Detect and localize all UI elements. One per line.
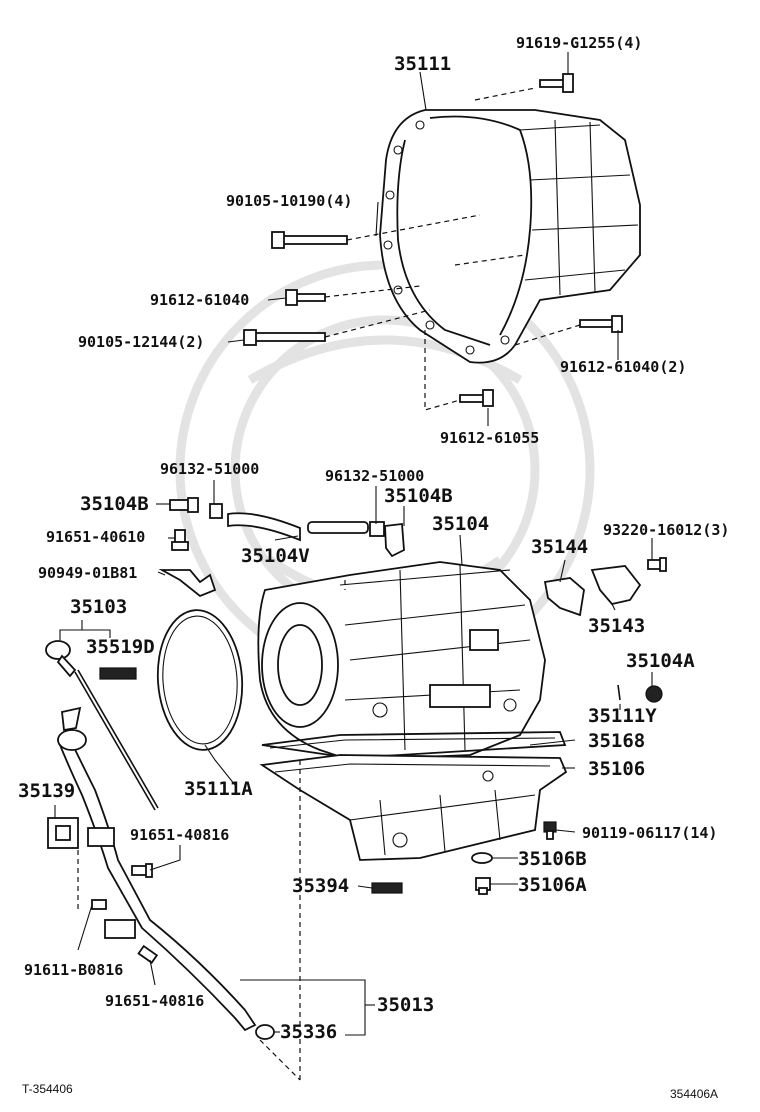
callout-96132-51000-a: 96132-51000	[160, 460, 259, 478]
callout-35106B: 35106B	[518, 848, 587, 870]
transmission-case-35104	[257, 561, 546, 761]
plug-35104A	[645, 685, 663, 703]
label-35519D	[99, 667, 137, 680]
o-ring-35336	[255, 1024, 275, 1040]
callout-35139: 35139	[18, 780, 75, 802]
callout-91651-40610: 91651-40610	[46, 528, 145, 546]
bolt-90119	[543, 821, 557, 840]
bolt-91651-40816	[131, 863, 153, 878]
callout-35111Y: 35111Y	[588, 705, 657, 727]
housing-bolt-holes	[383, 120, 510, 355]
callout-35104B-b: 35104B	[384, 485, 453, 507]
callout-90105-10190: 90105-10190(4)	[226, 192, 352, 210]
callout-35143: 35143	[588, 615, 645, 637]
bolt-90105-10190	[271, 231, 348, 249]
callout-90119-06117: 90119-06117(14)	[582, 824, 717, 842]
callout-91612-61040: 91612-61040	[150, 291, 249, 309]
callout-91651-40816-2: 91651-40816	[105, 992, 204, 1010]
callout-93220-16012: 93220-16012(3)	[603, 521, 729, 539]
callout-91619-G1255: 91619-G1255(4)	[516, 34, 642, 52]
callout-35103: 35103	[70, 596, 127, 618]
gasket-35106B	[471, 852, 493, 864]
bracket-35144	[543, 577, 585, 617]
bolt-93220	[647, 557, 667, 572]
bolt-91611-B0816	[91, 899, 107, 910]
bolt-91651-40816-2	[137, 944, 159, 964]
strainer-35394	[371, 882, 403, 894]
callout-35168: 35168	[588, 730, 645, 752]
dipstick-35103	[45, 640, 159, 811]
figure-code-right: 354406A	[670, 1087, 718, 1101]
dipstick-tube-35013	[56, 706, 257, 1032]
drain-plug-35106A	[475, 877, 491, 895]
callout-35104B-a: 35104B	[80, 493, 149, 515]
bolt-91612-61040-2	[579, 315, 623, 333]
callout-35104V: 35104V	[241, 545, 310, 567]
bolt-91612-61040	[285, 289, 326, 306]
clamp-35139	[47, 817, 79, 849]
callout-35394: 35394	[292, 875, 349, 897]
callout-35104: 35104	[432, 513, 489, 535]
callout-35111A: 35111A	[184, 778, 253, 800]
clamp-90949-01B81	[158, 569, 217, 598]
breather-hose-35104V	[169, 497, 405, 558]
bolt-91612-61055	[459, 389, 494, 407]
callout-35104A: 35104A	[626, 650, 695, 672]
callout-96132-51000-b: 96132-51000	[325, 467, 424, 485]
callout-91651-40816: 91651-40816	[130, 826, 229, 844]
callout-35106: 35106	[588, 758, 645, 780]
figure-code-left: T-354406	[22, 1082, 73, 1096]
callout-91612-61055: 91612-61055	[440, 429, 539, 447]
o-ring-35111A	[156, 609, 244, 751]
callout-35111: 35111	[394, 53, 451, 75]
callout-35519D: 35519D	[86, 636, 155, 658]
callout-90949-01B81: 90949-01B81	[38, 564, 137, 582]
callout-35144: 35144	[531, 536, 588, 558]
callout-90105-12144: 90105-12144(2)	[78, 333, 204, 351]
bracket-35143	[590, 565, 642, 605]
leader-lines	[54, 52, 653, 1036]
bolt-91619	[539, 73, 574, 93]
callout-35106A: 35106A	[518, 874, 587, 896]
bell-housing-35111	[379, 109, 641, 364]
callout-91612-61040-2: 91612-61040(2)	[560, 358, 686, 376]
oil-pan-35106	[259, 754, 568, 861]
pin-35111Y	[617, 684, 621, 701]
callout-91611-B0816: 91611-B0816	[24, 961, 123, 979]
callout-35336: 35336	[280, 1021, 337, 1043]
callout-35013: 35013	[377, 994, 434, 1016]
plug-91651-40610	[171, 529, 189, 551]
